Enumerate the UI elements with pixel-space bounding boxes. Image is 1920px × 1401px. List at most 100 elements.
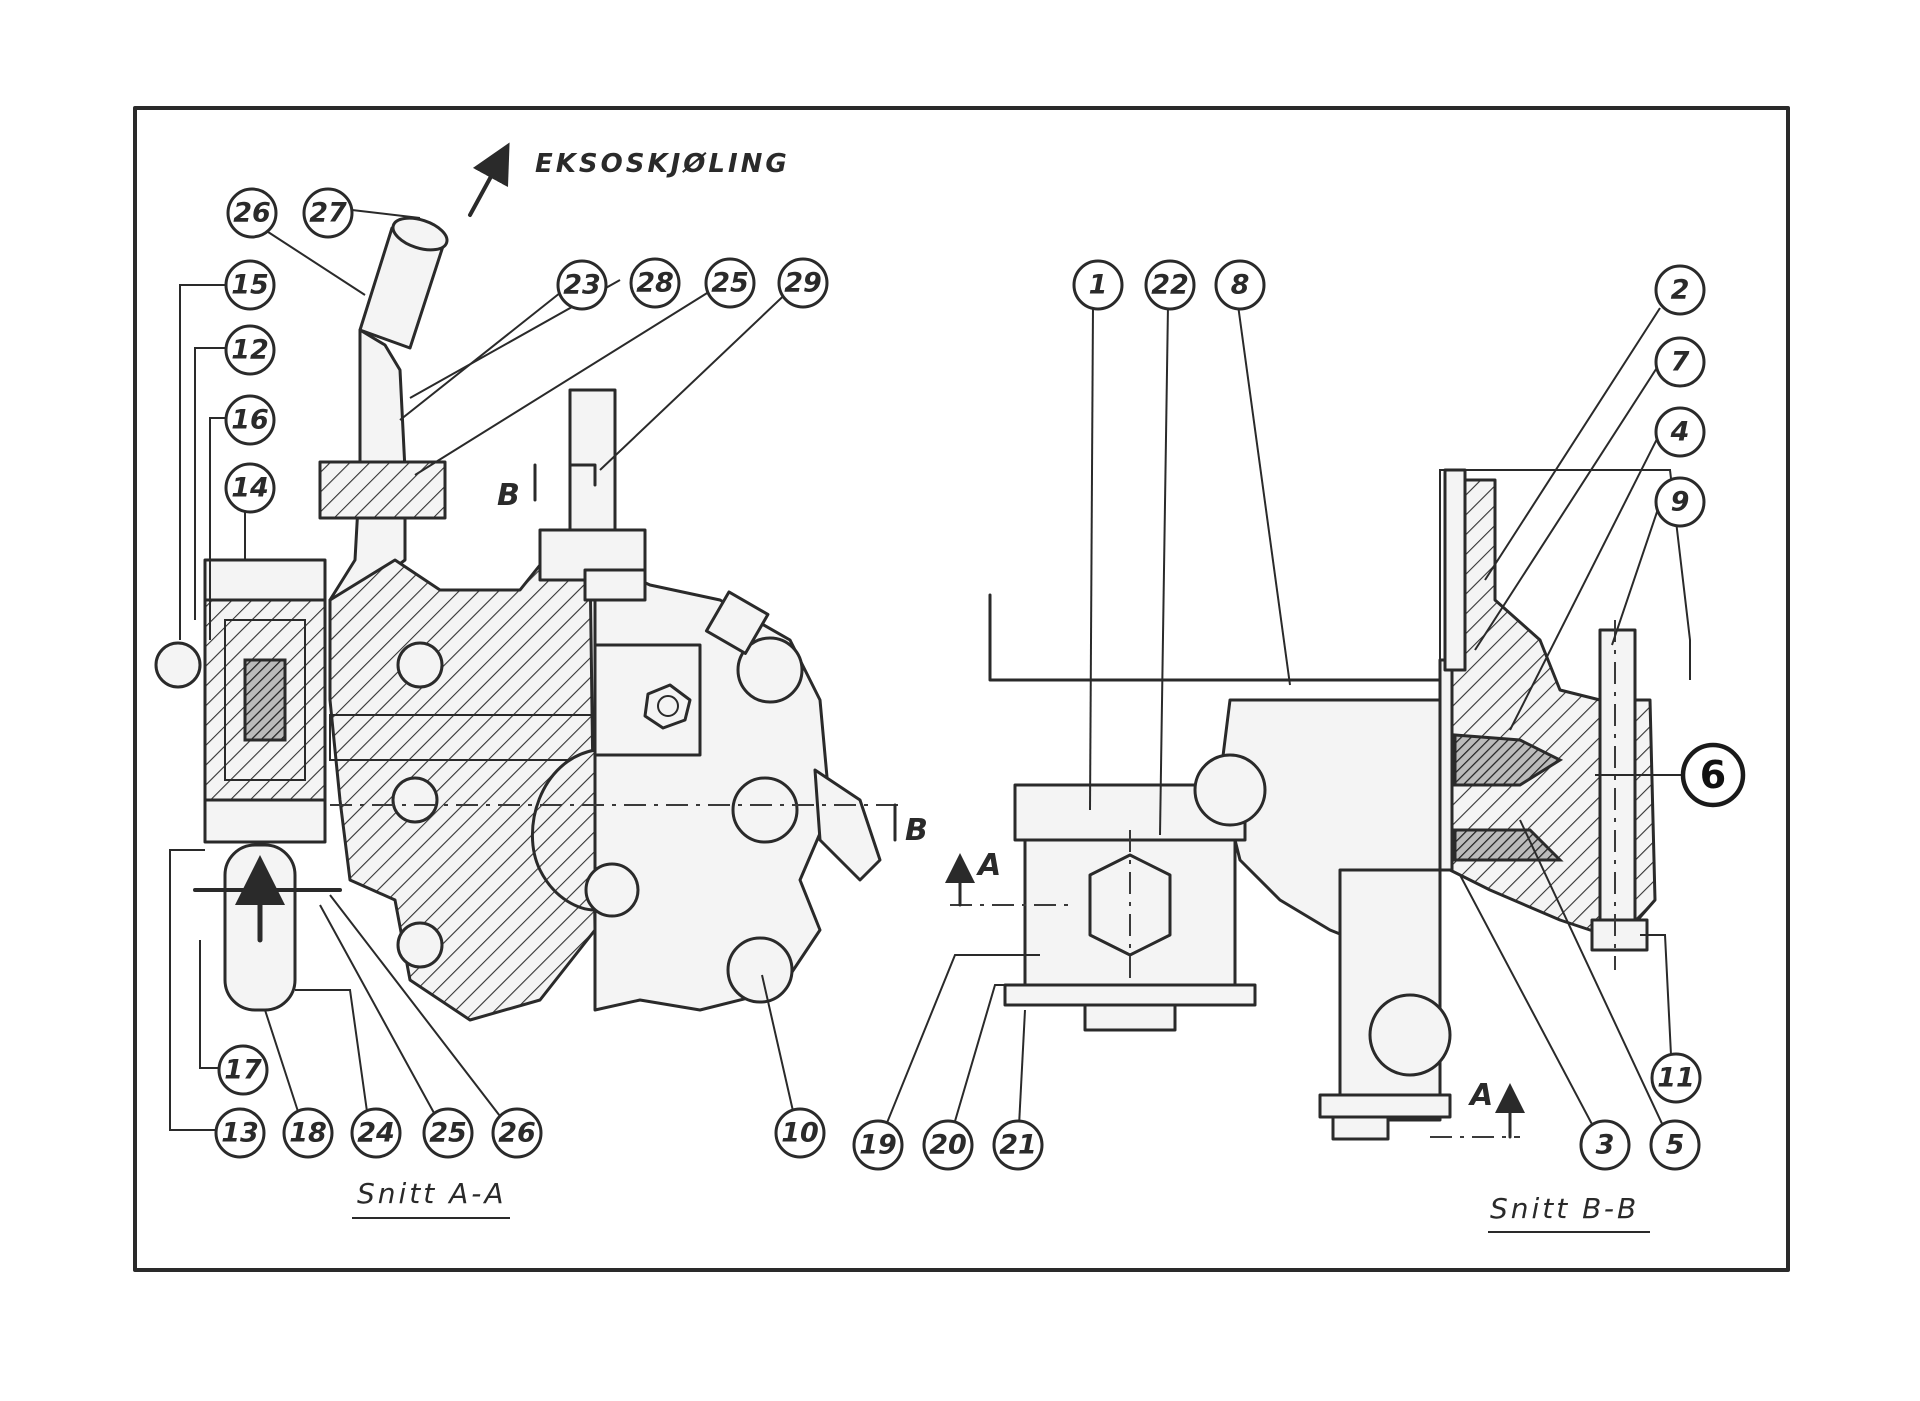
bracket-bolt-hole xyxy=(1193,753,1267,827)
callout-9: 9 xyxy=(1654,476,1706,528)
impeller-section xyxy=(531,748,597,912)
callout-2-text: 2 xyxy=(1671,275,1690,306)
callout-15: 15 xyxy=(224,259,276,311)
bracket-base xyxy=(1003,983,1257,1007)
marker-b-left: B xyxy=(497,478,520,513)
callout-16: 16 xyxy=(224,394,276,446)
callout-26-bottom-text: 26 xyxy=(498,1118,536,1149)
pipe-union xyxy=(318,460,447,520)
engine-block-outline xyxy=(988,593,1442,682)
nozzle-end xyxy=(391,216,449,252)
callout-20: 20 xyxy=(922,1119,974,1171)
cover-bolt-1 xyxy=(736,636,804,704)
callout-26-bottom: 26 xyxy=(491,1107,543,1159)
callout-27-text: 27 xyxy=(309,198,347,229)
valve-cap-nut xyxy=(203,558,327,607)
marker-b-right: B xyxy=(905,813,928,848)
valve-spring xyxy=(243,658,287,742)
stud-right-nut xyxy=(1590,918,1649,952)
cover-bolt-3 xyxy=(726,936,794,1004)
section-a-title: Snitt A-A xyxy=(357,1177,507,1210)
callout-4: 4 xyxy=(1654,406,1706,458)
top-nut-lower xyxy=(583,568,647,602)
insert-dense xyxy=(1453,733,1564,787)
bleed-valve xyxy=(813,768,882,882)
callout-27: 27 xyxy=(302,187,354,239)
callout-24: 24 xyxy=(350,1107,402,1159)
section-b-title: Snitt B-B xyxy=(1490,1192,1639,1225)
callout-12: 12 xyxy=(224,324,276,376)
section-a-view: EKSOSKJØLING xyxy=(154,142,928,1219)
callout-21: 21 xyxy=(992,1119,1044,1171)
center-nut xyxy=(643,683,692,730)
callout-20-text: 20 xyxy=(929,1130,967,1161)
bracket-foot xyxy=(1083,1003,1177,1032)
callout-7: 7 xyxy=(1654,336,1706,388)
marker-a-bottom: A xyxy=(1468,1078,1493,1113)
callout-5: 5 xyxy=(1649,1119,1701,1171)
callout-21-text: 21 xyxy=(999,1130,1037,1161)
callout-28: 28 xyxy=(629,257,681,309)
callout-18-text: 18 xyxy=(289,1118,327,1149)
callout-6: 6 xyxy=(1680,742,1746,808)
callout-25-top-text: 25 xyxy=(711,268,749,299)
callout-29-text: 29 xyxy=(784,268,822,299)
callout-13: 13 xyxy=(214,1107,266,1159)
bolt-hole-1 xyxy=(396,641,444,689)
cover-bolt-4 xyxy=(584,862,640,918)
bolt-hole-3 xyxy=(396,921,444,969)
callout-25-bottom: 25 xyxy=(422,1107,474,1159)
callout-2: 2 xyxy=(1654,264,1706,316)
callout-24-text: 24 xyxy=(357,1118,395,1149)
callout-19: 19 xyxy=(852,1119,904,1171)
callout-4-text: 4 xyxy=(1670,417,1690,448)
callout-26-top-text: 26 xyxy=(233,198,271,229)
section-b-view: A A 1 22 8 2 7 4 9 6 11 19 xyxy=(852,259,1746,1233)
leader-lines-right xyxy=(877,304,1690,1146)
callout-14-text: 14 xyxy=(231,473,269,504)
marker-a-left: A xyxy=(976,848,1001,883)
callout-16-text: 16 xyxy=(231,405,269,436)
callout-19-text: 19 xyxy=(859,1130,897,1161)
callout-22: 22 xyxy=(1144,259,1196,311)
callout-23-text: 23 xyxy=(563,270,601,301)
valve-chamber xyxy=(224,619,306,781)
lower-nut xyxy=(1331,1115,1390,1141)
center-nut-hole xyxy=(657,695,679,717)
drawing-frame xyxy=(133,106,1790,1272)
callout-17: 17 xyxy=(217,1044,269,1096)
mount-lug xyxy=(154,641,202,689)
leader-lines-left xyxy=(169,209,799,1134)
callout-1-text: 1 xyxy=(1089,270,1108,301)
callout-5-text: 5 xyxy=(1666,1130,1685,1161)
insert-dense-2 xyxy=(1453,828,1564,862)
callout-29: 29 xyxy=(777,257,829,309)
callout-10: 10 xyxy=(774,1107,826,1159)
callout-28-text: 28 xyxy=(636,268,674,299)
bolt-hole-2 xyxy=(391,776,439,824)
callout-3-text: 3 xyxy=(1596,1130,1615,1161)
pump-body-section xyxy=(328,538,597,1022)
callout-11-text: 11 xyxy=(1657,1063,1695,1094)
callout-8: 8 xyxy=(1214,259,1266,311)
flow-label: EKSOSKJØLING xyxy=(535,149,790,179)
lower-plate xyxy=(1318,1093,1452,1119)
stud-top xyxy=(1443,468,1467,672)
callout-10-text: 10 xyxy=(781,1118,819,1149)
bleed-nut xyxy=(704,590,770,655)
callout-3: 3 xyxy=(1579,1119,1631,1171)
valve-seat xyxy=(203,798,327,844)
callout-25-top: 25 xyxy=(704,257,756,309)
callout-26-top: 26 xyxy=(226,187,278,239)
callout-7-text: 7 xyxy=(1671,347,1690,378)
callout-8-text: 8 xyxy=(1231,270,1250,301)
callout-6-text: 6 xyxy=(1700,753,1726,797)
engine-block-outline-2 xyxy=(1439,469,1691,680)
callout-23: 23 xyxy=(556,259,608,311)
callout-14: 14 xyxy=(224,462,276,514)
callout-1: 1 xyxy=(1072,259,1124,311)
lower-fitting xyxy=(1338,868,1442,1122)
stud-right xyxy=(1598,628,1637,952)
callout-12-text: 12 xyxy=(231,335,269,366)
lower-fitting-bore xyxy=(1368,993,1452,1077)
